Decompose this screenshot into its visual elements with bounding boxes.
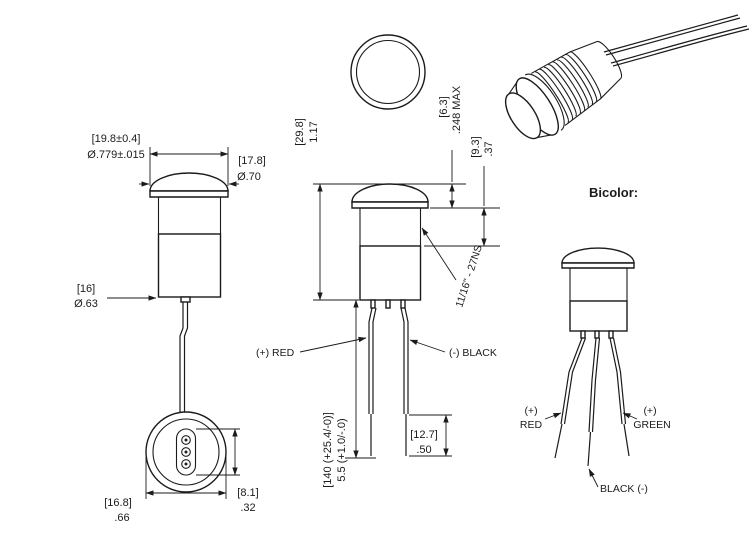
bottom-view: [16.8] .66 [8.1] .32: [104, 411, 259, 524]
dim-cap-od-in: Ø.779±.015: [87, 149, 144, 161]
lead-negative-leader: [409, 339, 446, 353]
bicolor-heading: Bicolor:: [589, 185, 638, 200]
terminal-pin-center: [385, 299, 391, 309]
dim-lead-length-mm: [140 (+25.4/-0)]: [322, 412, 334, 488]
thread-spec: 11/16" - 27NS: [453, 244, 484, 309]
body-outline: [569, 41, 621, 100]
iso-wire-1: [603, 14, 741, 56]
isometric-view: [504, 14, 750, 140]
red-wire: [560, 337, 587, 425]
red-sign-label: (+): [524, 405, 537, 417]
green-sign-label: (+): [643, 405, 656, 417]
dim-body-od-mm: [16]: [77, 283, 95, 295]
iso-wire-2: [610, 25, 750, 67]
dome-face: [504, 92, 542, 140]
dim-face-od-in: .66: [114, 512, 129, 524]
terminal-block: [175, 428, 197, 476]
terminal-pin-1: [181, 435, 191, 445]
green-wire-bare: [623, 423, 630, 457]
lead-positive-wire: [368, 307, 377, 414]
terminal-pin-3: [181, 459, 191, 469]
black-wire: [588, 337, 601, 433]
red-leader: [544, 412, 562, 420]
cap-inner-circle: [355, 39, 421, 105]
terminal-dot-3: [184, 462, 188, 466]
terminal-stub: [180, 296, 191, 303]
front-view: [29.8] 1.17 [6.3] .248 MAX [9.3] .37 11/…: [256, 85, 500, 488]
dim-cap-height-mm: [6.3]: [438, 96, 450, 117]
dim-strip-in: .50: [416, 444, 431, 456]
cap-dome: [149, 172, 229, 192]
body: [157, 233, 222, 298]
dim-height-in: 1.17: [308, 121, 320, 142]
wire-lead: [179, 302, 189, 428]
thread-bushing: [359, 207, 422, 247]
body-rear-arc: [596, 40, 623, 80]
dim-cap-height-in: .248 MAX: [451, 85, 463, 134]
lead-negative-wire: [400, 307, 409, 414]
dim-dome-od-in: Ø.70: [237, 171, 261, 183]
red-label: RED: [520, 419, 543, 431]
cap-flange: [561, 262, 635, 269]
terminal-pin-right: [608, 330, 614, 339]
green-label: GREEN: [633, 419, 670, 431]
red-wire-bare: [554, 423, 563, 459]
terminal-pin-right: [400, 299, 406, 309]
thread-bushing: [157, 196, 222, 235]
terminal-pin-2: [181, 447, 191, 457]
black-label: BLACK (-): [600, 483, 648, 495]
thread-lines: [534, 54, 598, 123]
lead-positive-label: (+) RED: [256, 347, 295, 359]
dim-face-od-mm: [16.8]: [104, 497, 132, 509]
body: [569, 300, 628, 332]
flange-rear-arc: [524, 73, 565, 131]
dim-terminal-span-in: .32: [240, 502, 255, 514]
bicolor-view: Bicolor: (+) RED (+) GREEN BLACK (-): [520, 185, 671, 495]
dim-bushing-in: .37: [483, 141, 495, 156]
green-wire: [609, 337, 627, 425]
cap-flange: [149, 190, 229, 198]
terminal-pin-left: [370, 299, 376, 309]
dim-lead-length-in: 5.5 (+1.0/-.0): [336, 418, 348, 481]
terminal-pin-left: [580, 330, 586, 339]
dim-terminal-span-mm: [8.1]: [237, 487, 258, 499]
top-view: [350, 34, 426, 110]
terminal-pin-center: [594, 330, 600, 339]
dim-height-mm: [29.8]: [294, 118, 306, 146]
cap-outer-circle: [350, 34, 426, 110]
dim-bushing-mm: [9.3]: [470, 136, 482, 157]
dim-body-od-in: Ø.63: [74, 298, 98, 310]
thread-bushing: [569, 267, 628, 302]
lead-negative-label: (-) BLACK: [449, 347, 497, 359]
thread-outline: [531, 51, 601, 126]
terminal-dot-2: [184, 450, 188, 454]
body-front-arc: [569, 51, 602, 100]
black-leader: [588, 468, 599, 488]
green-leader: [622, 412, 638, 420]
dim-strip-mm: [12.7]: [410, 429, 438, 441]
cap-dome: [561, 247, 635, 264]
cap-dome: [351, 183, 429, 203]
dim-bushing-lines: [424, 166, 500, 247]
terminal-dot-1: [184, 438, 188, 442]
face-inner-circle: [152, 418, 220, 486]
side-view: [19.8±0.4] Ø.779±.015 [17.8] Ø.70 [16] Ø…: [74, 133, 266, 428]
black-wire-bare: [587, 431, 592, 467]
body: [359, 245, 422, 301]
thread-leader: [421, 227, 457, 281]
dim-cap-od-mm: [19.8±0.4]: [92, 133, 141, 145]
cap-flange: [351, 201, 429, 209]
dim-dome-od-mm: [17.8]: [238, 155, 266, 167]
